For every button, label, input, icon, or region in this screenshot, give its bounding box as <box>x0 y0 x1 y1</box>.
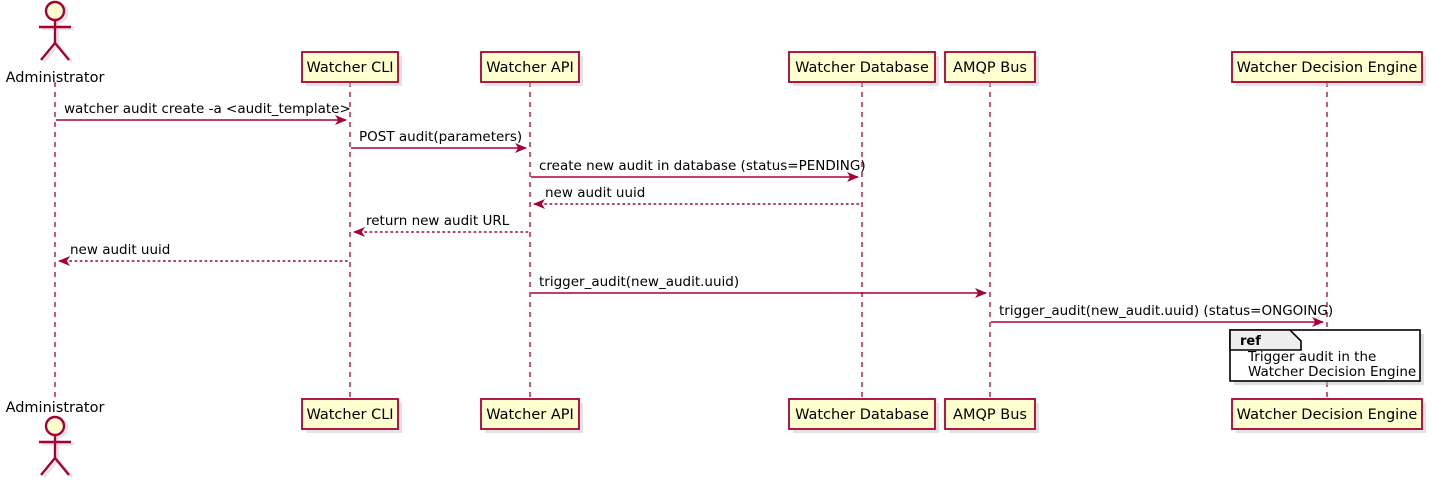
message-6[interactable]: new audit uuid <box>58 242 349 266</box>
message-7[interactable]: trigger_audit(new_audit.uuid) <box>531 274 987 298</box>
participant-label-watcher-decision-engine: Watcher Decision Engine <box>1237 407 1418 423</box>
participant-box <box>788 398 936 430</box>
message-label: trigger_audit(new_audit.uuid) <box>539 274 739 290</box>
participant-watcher-database-top[interactable]: Watcher Database <box>788 51 939 86</box>
participant-label-watcher-api: Watcher API <box>486 407 574 423</box>
participant-box <box>788 51 936 83</box>
ref-fragment-line-1: Trigger audit in the <box>1247 349 1376 365</box>
participant-label-watcher-cli: Watcher CLI <box>306 407 393 423</box>
ref-fragment-tag-label: ref <box>1240 334 1261 349</box>
actor-label-administrator-top: Administrator <box>6 70 105 86</box>
participant-label-watcher-cli: Watcher CLI <box>306 60 393 76</box>
message-label: watcher audit create -a <audit_template> <box>64 101 351 117</box>
ref-fragment-line-2: Watcher Decision Engine <box>1248 364 1416 380</box>
message-label: trigger_audit(new_audit.uuid) (status=ON… <box>999 303 1333 319</box>
ref-fragment-tab <box>1229 329 1302 351</box>
message-label: create new audit in database (status=PEN… <box>539 158 866 174</box>
participant-label-watcher-database: Watcher Database <box>795 60 929 76</box>
participant-box <box>944 51 1036 83</box>
participant-label-amqp-bus: AMQP Bus <box>953 407 1027 423</box>
message-4[interactable]: new audit uuid <box>533 185 861 209</box>
participant-box <box>944 398 1036 430</box>
message-label: return new audit URL <box>366 213 510 229</box>
message-3[interactable]: create new audit in database (status=PEN… <box>531 158 866 182</box>
lifelines <box>54 82 1328 399</box>
participant-watcher-cli-top[interactable]: Watcher CLI <box>301 51 402 86</box>
message-8[interactable]: trigger_audit(new_audit.uuid) (status=ON… <box>991 303 1333 327</box>
actor-administrator-top[interactable]: Administrator <box>6 0 105 86</box>
participant-amqp-bus-bottom[interactable]: AMQP Bus <box>944 398 1039 433</box>
actor-stick-figure-icon <box>39 415 71 476</box>
participant-box <box>301 51 399 83</box>
participant-watcher-decision-engine-bottom[interactable]: Watcher Decision Engine <box>1231 398 1426 433</box>
message-label: new audit uuid <box>70 242 170 258</box>
participant-amqp-bus-top[interactable]: AMQP Bus <box>944 51 1039 86</box>
message-5[interactable]: return new audit URL <box>353 213 529 237</box>
participant-label-amqp-bus: AMQP Bus <box>953 60 1027 76</box>
participant-box <box>480 51 580 83</box>
message-2[interactable]: POST audit(parameters) <box>351 129 527 153</box>
participant-label-watcher-api: Watcher API <box>486 60 574 76</box>
actor-stick-figure-icon <box>39 0 71 61</box>
participant-label-watcher-database: Watcher Database <box>795 407 929 423</box>
participant-label-watcher-decision-engine: Watcher Decision Engine <box>1237 60 1418 76</box>
participant-box <box>480 398 580 430</box>
message-label: new audit uuid <box>545 185 645 201</box>
participant-watcher-decision-engine-top[interactable]: Watcher Decision Engine <box>1231 51 1426 86</box>
actor-administrator-bottom[interactable]: Administrator <box>6 400 105 478</box>
participant-box <box>1231 398 1423 430</box>
actor-label-administrator-bottom: Administrator <box>6 400 105 416</box>
ref-fragment[interactable]: ref Trigger audit in the Watcher Decisio… <box>1229 329 1424 385</box>
participant-watcher-api-bottom[interactable]: Watcher API <box>480 398 583 433</box>
participant-box <box>1231 51 1423 83</box>
participant-box <box>301 398 399 430</box>
message-label: POST audit(parameters) <box>359 129 522 145</box>
participant-watcher-database-bottom[interactable]: Watcher Database <box>788 398 939 433</box>
participant-watcher-api-top[interactable]: Watcher API <box>480 51 583 86</box>
participant-watcher-cli-bottom[interactable]: Watcher CLI <box>301 398 402 433</box>
message-1[interactable]: watcher audit create -a <audit_template> <box>56 101 351 125</box>
